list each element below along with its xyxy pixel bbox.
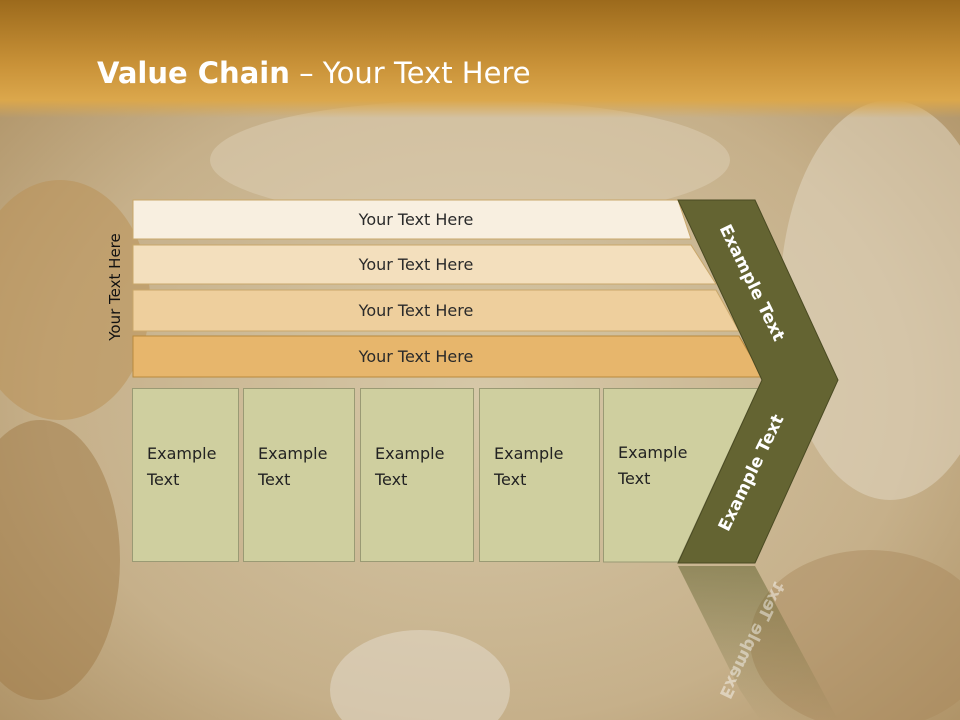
primary-box-2-line1: Example bbox=[258, 444, 328, 463]
primary-box-5-line2: Text bbox=[618, 469, 651, 488]
side-label: Your Text Here bbox=[95, 222, 135, 352]
support-row-4-label: Your Text Here bbox=[358, 347, 474, 366]
support-row-3-label: Your Text Here bbox=[358, 301, 474, 320]
primary-box-1-line1: Example bbox=[147, 444, 217, 463]
slide-title: Value Chain – Your Text Here bbox=[97, 55, 531, 91]
side-label-text: Your Text Here bbox=[106, 233, 124, 341]
support-row-2-label: Your Text Here bbox=[358, 255, 474, 274]
primary-box-5-line1: Example bbox=[618, 443, 688, 462]
primary-box-4-line2: Text bbox=[494, 470, 527, 489]
primary-box-1-line2: Text bbox=[147, 470, 180, 489]
primary-box-2-line2: Text bbox=[258, 470, 291, 489]
primary-box-3-line2: Text bbox=[375, 470, 408, 489]
header-bar bbox=[0, 0, 960, 118]
title-bold: Value Chain bbox=[97, 56, 290, 90]
title-rest: – Your Text Here bbox=[289, 56, 531, 90]
primary-box-3-line1: Example bbox=[375, 444, 445, 463]
primary-box-4-line1: Example bbox=[494, 444, 564, 463]
support-row-1-label: Your Text Here bbox=[358, 210, 474, 229]
